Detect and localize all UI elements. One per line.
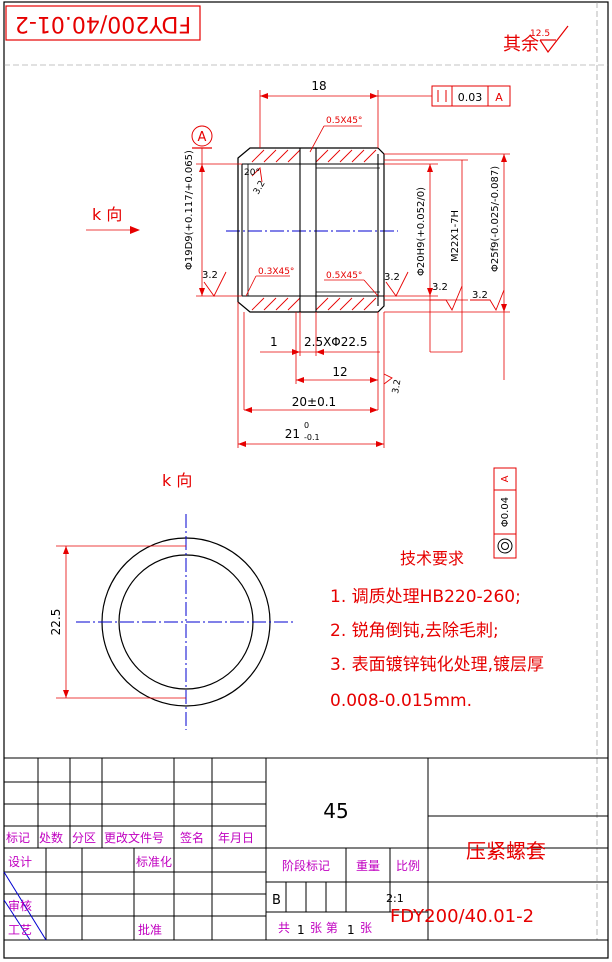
parallelism-datum: A — [495, 91, 503, 104]
dim-groove-1: 1 — [270, 335, 278, 349]
tb-header-sign: 签名 — [180, 830, 204, 845]
dimension-lines — [86, 90, 510, 448]
tech-item-3: 3. 表面镀锌钝化处理,镀层厚 — [330, 655, 544, 675]
dim-outer-25: Φ25f9(-0.025/-0.087) — [490, 166, 501, 272]
tb-standardize: 标准化 — [136, 855, 172, 869]
tb-stage-mark: 阶段标记 — [282, 858, 330, 873]
part-outline — [237, 147, 385, 313]
tb-approve: 批准 — [138, 922, 162, 937]
datum-a-circle — [191, 125, 213, 147]
dim-length-21-lower: -0.1 — [304, 433, 320, 442]
bottom-wall-hatch — [251, 297, 377, 311]
arrowheads — [130, 93, 507, 447]
tech-item-4: 0.008-0.015mm. — [330, 691, 472, 711]
concentricity-datum: A — [500, 475, 511, 482]
surface-finish-rest-value: 12.5 — [530, 29, 550, 39]
dim-roughness-d: 3.2 — [432, 282, 448, 293]
dim-angle-20: 20° — [244, 168, 260, 178]
k-view: 22.5 — [49, 514, 294, 730]
tb-sheet-label: 张 第 — [310, 921, 338, 935]
tb-header-mark: 标记 — [6, 831, 30, 845]
drawing-border — [3, 1, 609, 959]
section-view — [226, 147, 398, 313]
dim-bore-20: Φ20H9(+0.052/0) — [416, 187, 427, 276]
dim-roughness-e: 3.2 — [472, 290, 488, 301]
tb-header-date: 年月日 — [218, 831, 254, 845]
tb-scale: 比例 — [396, 859, 420, 873]
tb-header-count: 处数 — [39, 830, 63, 845]
blue-diagonal-2 — [3, 899, 31, 941]
tb-sheet-number: 1 — [347, 923, 355, 937]
tech-title: 技术要求 — [400, 549, 464, 568]
tb-weight: 重量 — [356, 859, 380, 873]
top-wall-hatch — [251, 149, 377, 163]
concentricity-value: Φ0.04 — [500, 497, 511, 527]
tb-review: 审核 — [8, 898, 32, 913]
tb-process: 工艺 — [8, 923, 32, 937]
tb-scale-value: 2:1 — [386, 892, 404, 905]
dim-length-18: 18 — [311, 79, 326, 93]
dim-length-12: 12 — [332, 365, 347, 379]
tb-sheet-suffix: 张 — [360, 921, 372, 935]
dim-roughness-f: 3.2 — [391, 379, 403, 395]
datum-a-label: A — [198, 130, 207, 145]
dim-chamfer-bottom-right: 0.5X45° — [326, 271, 362, 281]
dim-thread: M22X1-7H — [450, 210, 461, 262]
surface-finish-rest-label: 其余 — [503, 34, 539, 55]
dim-bore-19: Φ19D9(+0.117/+0.065) — [184, 150, 195, 270]
tech-requirements: 技术要求 1. 调质处理HB220-260; 2. 锐角倒钝,去除毛刺; 3. … — [330, 549, 544, 711]
tb-header-zone: 分区 — [72, 831, 96, 845]
dim-roughness-c: 3.2 — [384, 272, 400, 283]
tb-stage-value: B — [272, 893, 281, 908]
parallelism-value: 0.03 — [458, 91, 483, 104]
dim-roughness-b: 3.2 — [202, 270, 218, 281]
tb-material: 45 — [323, 799, 348, 823]
parallelism-frame: 0.03 A — [431, 85, 511, 107]
dim-length-21: 21 — [285, 427, 300, 441]
dim-chamfer-bottom-left: 0.3X45° — [258, 267, 294, 277]
title-block — [3, 757, 609, 941]
drawing-number-box — [5, 5, 201, 41]
dim-groove: 2.5XΦ22.5 — [304, 335, 367, 349]
dim-chamfer-top-right: 0.5X45° — [326, 116, 362, 126]
blue-diagonal-1 — [3, 871, 47, 941]
dim-diameter-22-5: 22.5 — [49, 609, 63, 636]
dim-length-21-upper: 0 — [304, 421, 309, 430]
tb-part-name: 压紧螺套 — [466, 839, 546, 863]
drawing-number-rotated: FDY200/40.01-2 — [15, 11, 191, 36]
dim-length-20: 20±0.1 — [292, 395, 336, 409]
tech-item-1: 1. 调质处理HB220-260; — [330, 587, 521, 607]
view-label-k-section: k 向 — [162, 471, 192, 490]
tb-sheet-total-label: 共 — [278, 921, 290, 935]
dim-roughness-a: 3.2 — [252, 179, 268, 196]
tb-sheet-total: 1 — [297, 923, 305, 937]
tb-drawing-number: FDY200/40.01-2 — [390, 906, 534, 927]
roughness-symbols — [203, 167, 505, 385]
tech-item-2: 2. 锐角倒钝,去除毛刺; — [330, 621, 499, 641]
view-label-k-arrow: k 向 — [92, 205, 122, 224]
surface-finish-rest-symbol — [539, 25, 569, 54]
tb-header-change-doc: 更改文件号 — [104, 830, 164, 845]
tb-design: 设计 — [8, 855, 32, 869]
concentricity-frame: A Φ0.04 — [493, 467, 517, 559]
